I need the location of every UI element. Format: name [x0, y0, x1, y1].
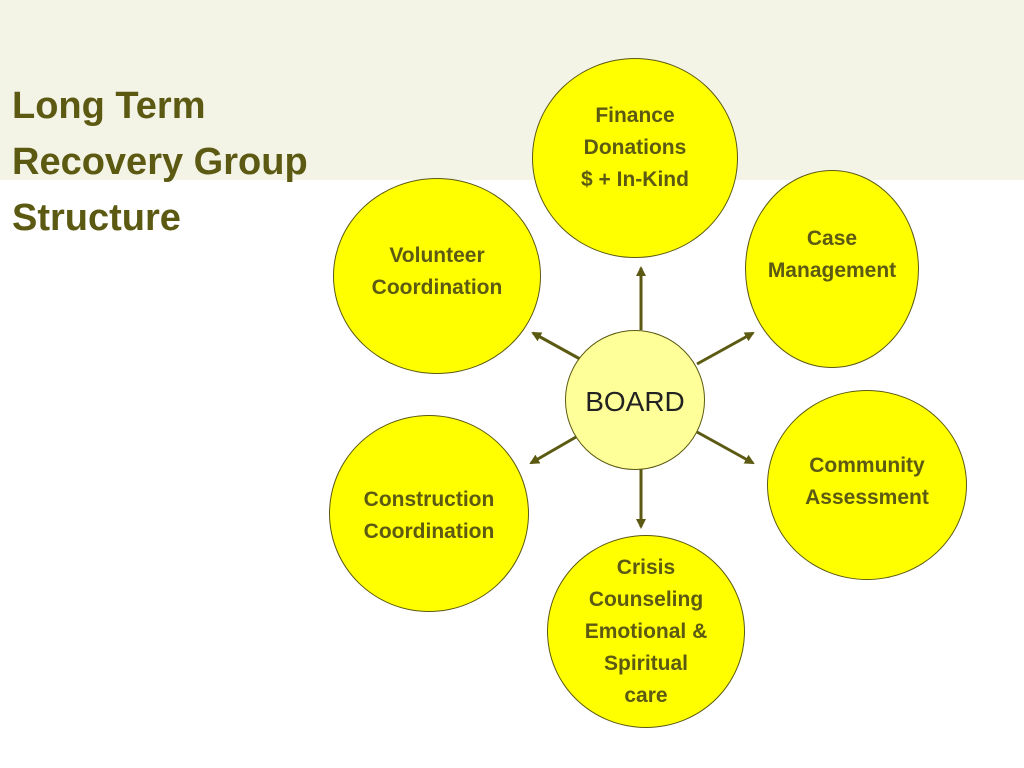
node-board-label: BOARD: [585, 386, 685, 417]
header-band: [0, 0, 1024, 180]
node-community-label: Community Assessment: [805, 454, 929, 509]
node-volunteer-label: Volunteer Coordination: [371, 244, 503, 299]
node-construction-label: Construction Coordination: [363, 487, 495, 543]
node-case-label: Case Management: [767, 227, 897, 282]
node-construction-coordination: Construction Coordination: [329, 415, 529, 612]
node-crisis-label: Crisis Counseling Emotional & Spiritual …: [584, 555, 708, 707]
node-case-management: Case Management: [745, 170, 919, 368]
node-volunteer-coordination: Volunteer Coordination: [333, 178, 541, 374]
node-crisis-counseling: Crisis Counseling Emotional & Spiritual …: [547, 535, 745, 728]
node-board: BOARD: [565, 330, 705, 470]
arrow-to-volunteer: [531, 331, 581, 361]
page-title: Long Term Recovery Group Structure: [12, 85, 308, 239]
arrow-to-construction: [529, 435, 577, 465]
node-community-assessment: Community Assessment: [767, 390, 967, 580]
node-finance-label: Finance Donations $ + In-Kind: [581, 104, 689, 191]
node-finance-donations: Finance Donations $ + In-Kind: [532, 58, 738, 258]
arrow-to-community: [696, 430, 755, 465]
arrow-to-case: [696, 331, 755, 366]
